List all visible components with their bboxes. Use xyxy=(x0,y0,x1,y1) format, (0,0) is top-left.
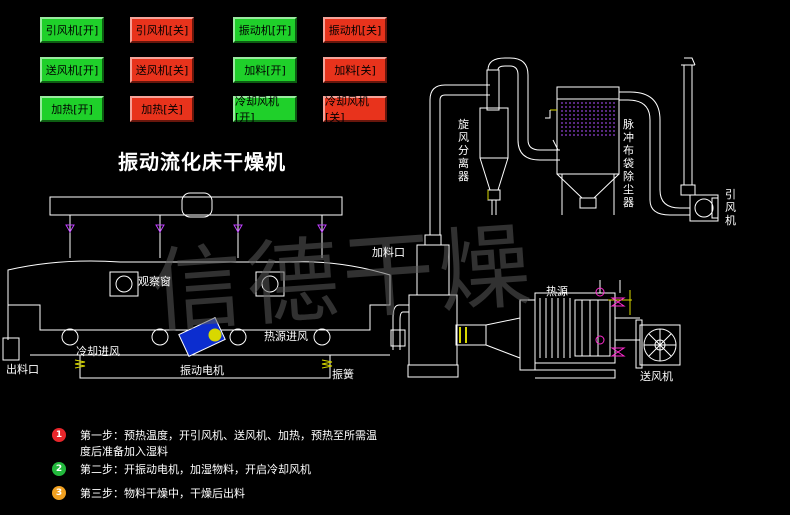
feed-tower xyxy=(390,234,487,378)
step-2-text: 第二步：开振动电机，加湿物料，开启冷却风机 xyxy=(80,463,311,476)
step-1-badge: 1 xyxy=(52,428,66,442)
duct-to-fan xyxy=(619,91,690,216)
bag-filter-label: 脉冲布袋除尘器 xyxy=(623,118,634,209)
heat-source xyxy=(485,280,640,379)
bag-filter xyxy=(545,86,620,215)
blower-on-button[interactable]: 送风机[开] xyxy=(40,57,104,83)
step-3: 3 第三步：物料干燥中，干燥后出料 xyxy=(52,486,380,502)
page-title: 振动流化床干燥机 xyxy=(118,150,286,174)
blower-off-button[interactable]: 送风机[关] xyxy=(130,57,194,83)
dryer-body xyxy=(2,192,391,379)
heat-source-label: 热源 xyxy=(546,285,568,298)
step-1-text: 第一步：预热温度，开引风机、送风机、加热，预热至所需温度后准备加入湿料 xyxy=(80,429,377,458)
feed-on-button[interactable]: 加料[开] xyxy=(233,57,297,83)
spring-label: 振簧 xyxy=(332,368,354,381)
step-3-badge: 3 xyxy=(52,486,66,500)
heat-off-button[interactable]: 加热[关] xyxy=(130,96,194,122)
blower-label: 送风机 xyxy=(640,370,673,383)
cooling-fan-off-button[interactable]: 冷却风机[关] xyxy=(323,95,387,124)
induced-fan xyxy=(680,57,719,222)
cyclone-label: 旋风分离器 xyxy=(458,118,469,183)
vibration-motor xyxy=(178,317,226,357)
vibrator-off-button[interactable]: 振动机[关] xyxy=(323,17,387,43)
cooling-inlet-label: 冷却进风 xyxy=(76,345,120,358)
duct-to-filter xyxy=(517,139,560,161)
blower xyxy=(635,319,681,369)
observation-window-label: 观察窗 xyxy=(138,275,171,288)
heat-inlet-label: 热源进风 xyxy=(264,330,308,343)
induced-fan-on-button[interactable]: 引风机[开] xyxy=(40,17,104,43)
discharge-port-label: 出料口 xyxy=(6,363,39,376)
induced-fan-label: 引风机 xyxy=(725,188,736,227)
induced-fan-off-button[interactable]: 引风机[关] xyxy=(130,17,194,43)
valves xyxy=(595,287,626,357)
step-1: 1 第一步：预热温度，开引风机、送风机、加热，预热至所需温度后准备加入湿料 xyxy=(52,428,380,460)
cyclone-separator xyxy=(429,57,529,235)
watermark: 信德干燥 xyxy=(147,212,538,347)
feed-off-button[interactable]: 加料[关] xyxy=(323,57,387,83)
vibrator-on-button[interactable]: 振动机[开] xyxy=(233,17,297,43)
step-2-badge: 2 xyxy=(52,462,66,476)
step-3-text: 第三步：物料干燥中，干燥后出料 xyxy=(80,487,245,500)
springs xyxy=(74,359,333,369)
feed-port-label: 加料口 xyxy=(372,246,405,259)
vibration-motor-label: 振动电机 xyxy=(180,364,224,377)
cooling-fan-on-button[interactable]: 冷却风机[开] xyxy=(233,95,297,124)
heat-on-button[interactable]: 加热[开] xyxy=(40,96,104,122)
step-2: 2 第二步：开振动电机，加湿物料，开启冷却风机 xyxy=(52,462,380,478)
